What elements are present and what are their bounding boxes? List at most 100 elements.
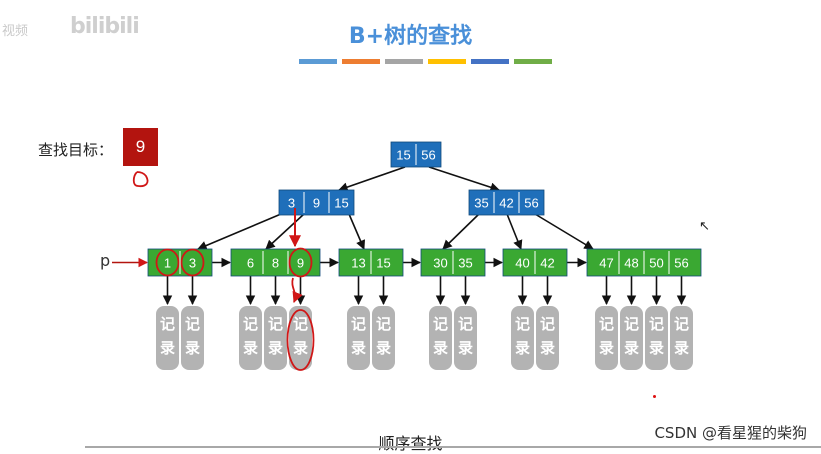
- color-bar-segment: [342, 59, 380, 64]
- record-block: 记录: [536, 306, 559, 370]
- record-label: 记: [649, 315, 664, 333]
- record-label: 录: [599, 339, 614, 357]
- record-label: 录: [674, 339, 689, 357]
- node-key: 42: [540, 256, 554, 271]
- record-box: [156, 306, 179, 370]
- tree-edge: [348, 213, 366, 250]
- node-key: 9: [297, 256, 304, 271]
- node-key: 56: [674, 256, 688, 271]
- record-box: [595, 306, 618, 370]
- leaf-node-box: [230, 248, 321, 277]
- node-key: 1: [164, 256, 171, 271]
- mouse-cursor-icon: ↖: [699, 219, 710, 234]
- record-box: [536, 306, 559, 370]
- target-label: 查找目标：: [38, 141, 114, 159]
- node-key: 50: [649, 256, 663, 271]
- record-block: 记录: [645, 306, 668, 370]
- record-label: 录: [376, 339, 391, 357]
- record-box: [347, 306, 370, 370]
- color-bar-segment: [471, 59, 509, 64]
- record-block: 记录: [670, 306, 693, 370]
- record-label: 记: [674, 315, 689, 333]
- leaf-node: 13 15: [338, 248, 404, 277]
- internal-node-box: [468, 189, 545, 216]
- caption-underline: [85, 446, 821, 448]
- record-label: 记: [268, 315, 283, 333]
- color-bar-segment: [299, 59, 337, 64]
- tree-edge: [265, 213, 305, 250]
- node-key: 13: [351, 256, 365, 271]
- record-label: 记: [243, 315, 258, 333]
- record-box: [454, 306, 477, 370]
- tree-edge: [506, 213, 523, 250]
- record-label: 录: [160, 339, 175, 357]
- record-label: 录: [515, 339, 530, 357]
- record-box: [289, 306, 312, 370]
- record-box: [372, 306, 395, 370]
- record-label: 记: [515, 315, 530, 333]
- record-label: 记: [458, 315, 473, 333]
- bilibili-logo: bilibili: [70, 14, 140, 39]
- record-box: [264, 306, 287, 370]
- tree-edges: [112, 166, 687, 305]
- circle-annotation: [180, 248, 205, 277]
- record-label: 记: [351, 315, 366, 333]
- record-block: 记录: [429, 306, 452, 370]
- record-label: 记: [540, 315, 555, 333]
- record-label: 录: [649, 339, 664, 357]
- record-block: 记录: [595, 306, 618, 370]
- record-block: 记录: [239, 306, 262, 370]
- node-key: 8: [272, 256, 279, 271]
- pointer-label: p: [100, 251, 111, 270]
- csdn-credit: CSDN @看星猩的柴狗: [654, 424, 807, 442]
- node-key: 35: [474, 196, 488, 211]
- record-label: 录: [624, 339, 639, 357]
- record-block: 记录: [289, 306, 312, 370]
- red-dot: [653, 395, 656, 398]
- leaf-node: 6 8 9: [230, 248, 321, 277]
- record-label: 记: [293, 315, 308, 333]
- record-block: 记录: [156, 306, 179, 370]
- tree-edge: [428, 166, 500, 192]
- node-key: 35: [458, 256, 472, 271]
- record-label: 录: [185, 339, 200, 357]
- record-label: 记: [376, 315, 391, 333]
- target-value-box: 9: [123, 128, 158, 166]
- watermark-text: 视频: [2, 24, 29, 39]
- node-key: 3: [288, 196, 295, 211]
- record-box: [670, 306, 693, 370]
- record-block: 记录: [620, 306, 643, 370]
- node-key: 15: [396, 148, 410, 163]
- record-label: 录: [540, 339, 555, 357]
- tree-edge: [197, 213, 282, 251]
- node-key: 15: [376, 256, 390, 271]
- record-label: 记: [160, 315, 175, 333]
- circle-annotation: [288, 247, 313, 278]
- node-key: 48: [624, 256, 638, 271]
- record-label: 录: [351, 339, 366, 357]
- node-key: 3: [189, 256, 196, 271]
- node-key: 15: [334, 196, 348, 211]
- color-bar-segment: [385, 59, 423, 64]
- tree-edge: [338, 166, 406, 192]
- record-label: 录: [458, 339, 473, 357]
- node-key: 6: [247, 256, 254, 271]
- record-label: 记: [599, 315, 614, 333]
- record-label: 记: [185, 315, 200, 333]
- record-box: [239, 306, 262, 370]
- record-box: [181, 306, 204, 370]
- record-box: [620, 306, 643, 370]
- caption: 顺序查找: [378, 434, 443, 453]
- slide-title: B+树的查找: [348, 24, 473, 49]
- record-label: 录: [433, 339, 448, 357]
- color-bar-segment: [428, 59, 466, 64]
- node-key: 30: [433, 256, 447, 271]
- red-annotations: [132, 171, 315, 371]
